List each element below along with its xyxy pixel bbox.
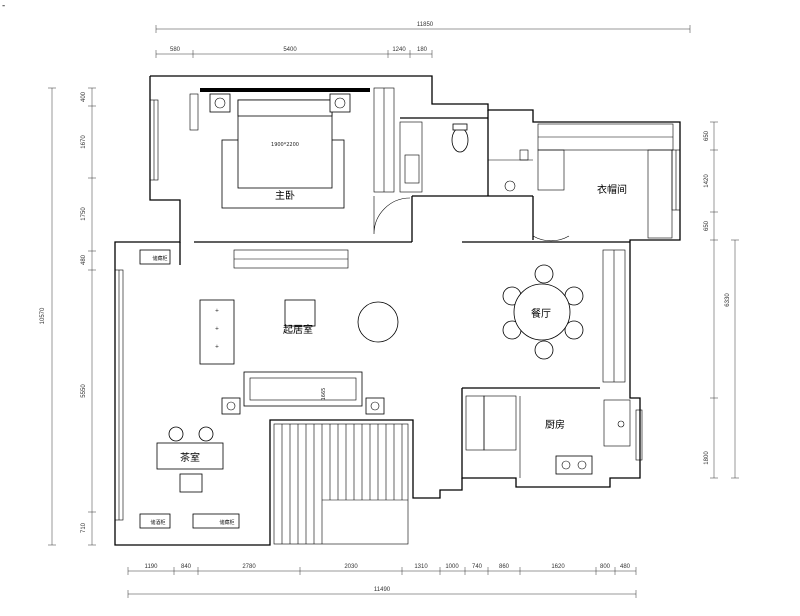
dim-bottom-overall: 11490 — [374, 587, 391, 593]
curtain-rail — [200, 88, 370, 92]
dim-right-overall: 6330 — [725, 293, 731, 307]
dim-left-seg-4: 480 — [81, 254, 87, 265]
cloakroom: 衣帽间 — [537, 123, 674, 239]
dim-bottom-seg-11: 480 — [620, 564, 631, 570]
dim-bottom-seg-3: 2780 — [242, 564, 256, 570]
dim-top-seg-3: 1240 — [392, 47, 406, 53]
armchair — [357, 301, 399, 343]
room-label-dining-room: 餐厅 — [531, 307, 551, 320]
storage-bottom-right-label: 储藏柜 — [219, 519, 234, 526]
dim-right-seg-3: 650 — [704, 220, 710, 231]
cooktop — [555, 455, 593, 475]
dining-table — [513, 283, 571, 341]
coffee-table — [199, 299, 235, 365]
room-label-master-bedroom: 主卧 — [275, 189, 295, 202]
dim-left-overall: 10570 — [40, 307, 46, 324]
dim-left-seg-3: 1750 — [81, 207, 87, 221]
bathroom — [399, 121, 570, 242]
toilet — [451, 127, 469, 153]
dim-bottom-seg-7: 740 — [472, 564, 483, 570]
tea-chair — [179, 473, 203, 493]
room-label-tea-room: 茶室 — [180, 451, 200, 464]
tea-room: 茶室 储酒柜 储藏柜 — [139, 426, 240, 529]
dim-bottom-seg-2: 840 — [181, 564, 192, 570]
dim-bottom-seg-1: 1190 — [145, 564, 159, 570]
dim-bottom-seg-9: 1620 — [551, 564, 565, 570]
dim-right-seg-4: 1800 — [704, 451, 710, 465]
sink — [603, 399, 631, 447]
bed-size-label: 1900*2200 — [271, 142, 299, 148]
tea-table — [156, 442, 224, 470]
svg-text:+: + — [215, 344, 219, 350]
dim-bottom-seg-6: 1000 — [445, 564, 459, 570]
room-label-cloakroom: 衣帽间 — [597, 183, 627, 196]
dim-left-seg-5: 5550 — [81, 384, 87, 398]
dim-bottom-seg-10: 800 — [600, 564, 611, 570]
storage-top-left — [139, 249, 171, 265]
dim-bottom-seg-8: 860 — [499, 564, 510, 570]
dimension-left: 10570 400 1670 1750 480 5550 710 — [40, 87, 96, 546]
storage-bottom-right — [192, 513, 240, 529]
dimension-top: 11850 580 5400 1240 180 — [155, 22, 691, 58]
room-label-kitchen: 厨房 — [545, 418, 565, 431]
dim-top-overall: 11850 — [417, 22, 434, 28]
living-room: + + + 起居室 1665 储藏柜 — [139, 249, 399, 415]
sofa-dim: 1665 — [321, 388, 327, 401]
dim-right-seg-1: 650 — [704, 130, 710, 141]
dimension-bottom: 1190 840 2780 2030 1310 1000 740 860 162… — [127, 564, 637, 598]
kitchen: 厨房 — [465, 395, 631, 478]
room-label-living-room: 起居室 — [283, 323, 313, 336]
wine-cabinet-label: 储酒柜 — [150, 519, 165, 526]
dim-top-seg-2: 5400 — [283, 47, 297, 53]
dimension-right: 650 1420 650 1800 6330 — [704, 121, 739, 479]
dim-right-seg-2: 1420 — [704, 174, 710, 188]
storage-bottom-left — [139, 513, 171, 529]
svg-text:+: + — [215, 308, 219, 314]
dining-room: 餐厅 — [502, 249, 626, 383]
dim-top-seg-1: 580 — [170, 47, 181, 53]
dim-top-seg-4: 180 — [417, 47, 428, 53]
nightstand-left — [209, 93, 231, 113]
dim-bottom-seg-5: 1310 — [414, 564, 428, 570]
staircase — [273, 423, 409, 545]
nightstand-right — [329, 93, 351, 113]
windows — [114, 99, 681, 521]
storage-top-left-label: 储藏柜 — [152, 255, 167, 262]
exterior-walls — [114, 75, 681, 546]
sofa — [243, 371, 363, 407]
dim-left-seg-6: 710 — [81, 522, 87, 533]
dim-left-seg-1: 400 — [81, 91, 87, 102]
corner-mark: - — [2, 1, 5, 11]
dim-bottom-seg-4: 2030 — [344, 564, 358, 570]
master-bedroom: 1900*2200 主卧 — [189, 87, 411, 235]
dim-left-seg-2: 1670 — [81, 135, 87, 149]
svg-text:+: + — [215, 326, 219, 332]
door-swing — [373, 196, 411, 235]
